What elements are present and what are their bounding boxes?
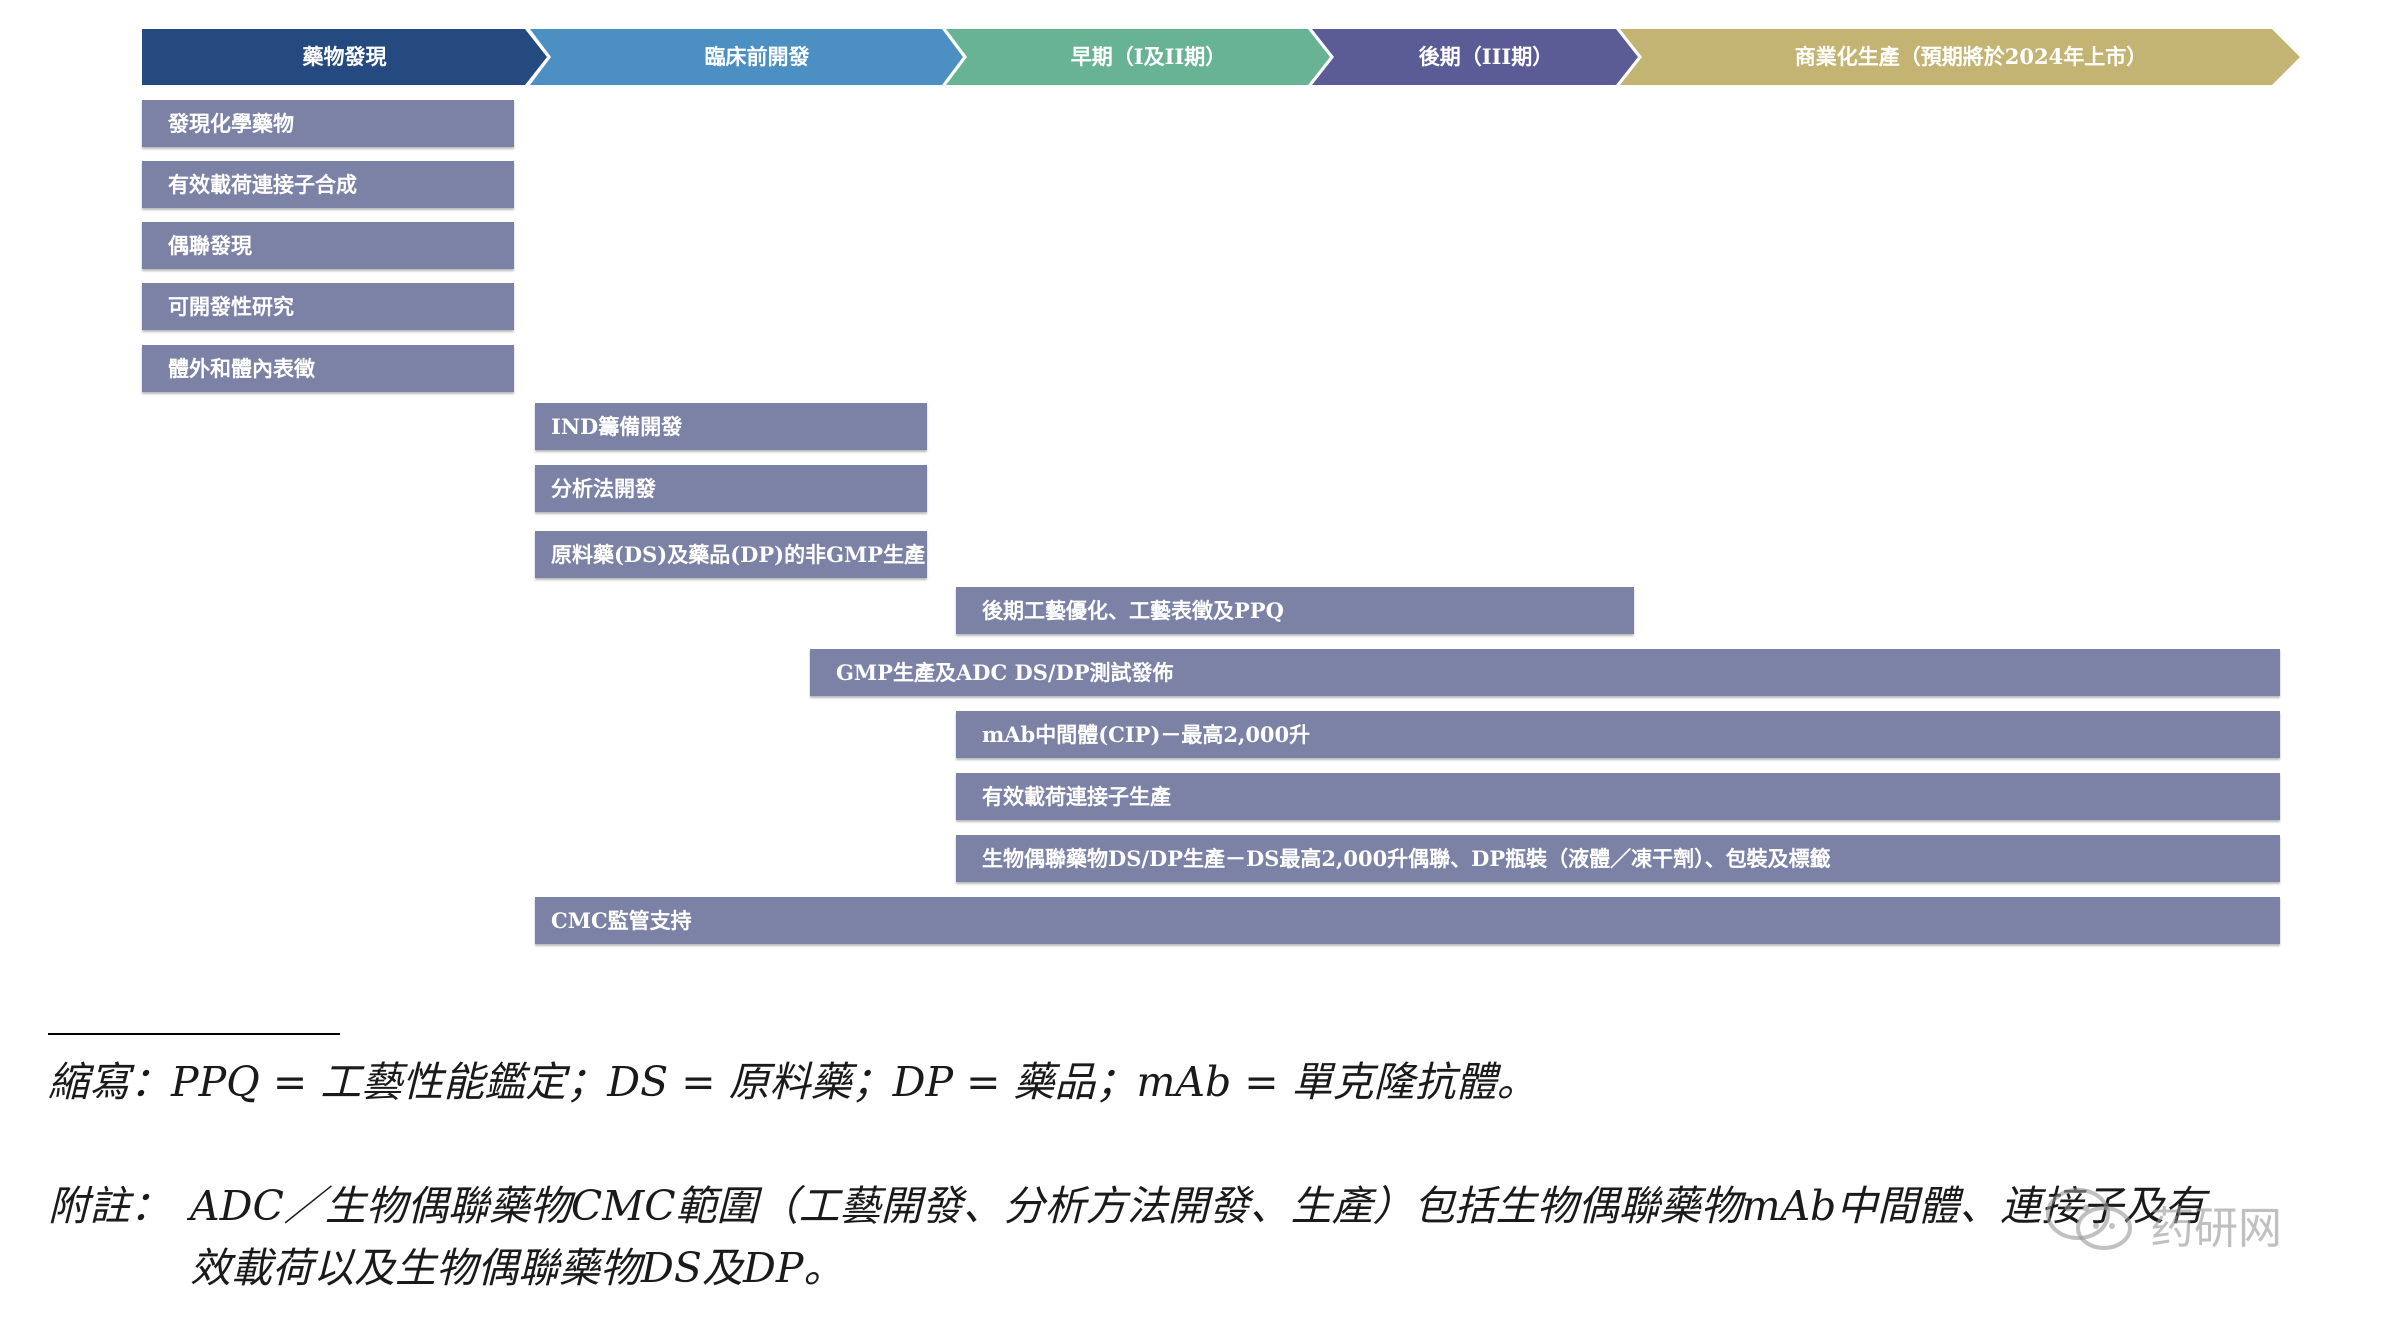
task-developability-study: 可開發性研究 [142,283,514,330]
task-mab-intermediate: mAb中間體(CIP)－最高2,000升 [956,711,2280,758]
task-chemical-discovery: 發現化學藥物 [142,100,514,147]
watermark: 药研网 [2000,1180,2400,1260]
stage-label-late: 後期（III期） [1418,44,1554,69]
task-payload-linker-synthesis: 有效載荷連接子合成 [142,161,514,208]
stage-label-preclinical: 臨床前開發 [704,44,810,69]
stage-arrow-late [1312,29,1638,85]
task-analytical-development: 分析法開發 [535,465,927,512]
stage-arrow-discovery [142,29,547,85]
note-label: 附註： [48,1182,171,1230]
stage-arrow-preclinical [530,29,963,85]
task-ind-preparation: IND籌備開發 [535,403,927,450]
note-line-2: 效載荷以及生物偶聯藥物DS及DP。 [190,1244,845,1292]
watermark-text: 药研网 [2150,1203,2282,1254]
note-line-1: ADC／生物偶聯藥物CMC範圍（工藝開發、分析方法開發、生產）包括生物偶聯藥物m… [190,1182,2206,1230]
task-payload-linker-production: 有效載荷連接子生產 [956,773,2280,820]
task-non-gmp-production: 原料藥(DS)及藥品(DP)的非GMP生產 [535,531,927,578]
stage-label-discovery: 藥物發現 [302,44,387,69]
abbreviations-note: 縮寫：PPQ = 工藝性能鑑定；DS = 原料藥；DP = 藥品；mAb = 單… [48,1058,1538,1106]
task-in-vitro-in-vivo: 體外和體內表徵 [142,345,514,392]
task-late-stage-process: 後期工藝優化、工藝表徵及PPQ [956,587,1634,634]
task-bioconjugate-production: 生物偶聯藥物DS/DP生產－DS最高2,000升偶聯、DP瓶裝（液體／凍干劑）、… [956,835,2280,882]
task-conjugation-discovery: 偶聯發現 [142,222,514,269]
stage-label-commercial: 商業化生產（預期將於2024年上市） [1794,44,2148,69]
task-gmp-release: GMP生產及ADC DS/DP測試發佈 [810,649,2280,696]
footnote-rule [48,1033,340,1035]
wechat-icon [2046,1188,2132,1250]
stage-arrows [142,29,2300,85]
stage-arrow-commercial [1620,29,2300,85]
task-cmc-regulatory-support: CMC監管支持 [535,897,2280,944]
stage-label-early: 早期（I及II期） [1070,44,1227,69]
stage-arrow-early [946,29,1330,85]
